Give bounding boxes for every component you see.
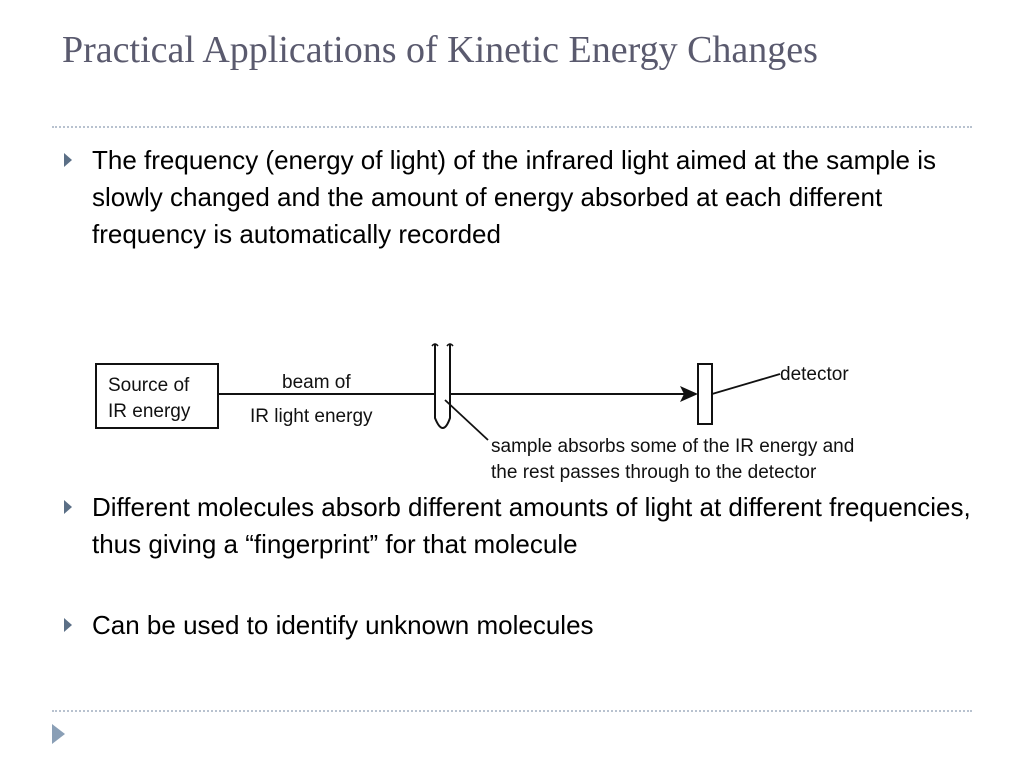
- bullet-text-1: The frequency (energy of light) of the i…: [92, 145, 936, 249]
- beam-label-line2: IR light energy: [250, 406, 373, 427]
- beam-arrowhead: [680, 386, 698, 402]
- detector-leader: [711, 373, 781, 395]
- diagram-svg: Source of IR energy beam of IR light ene…: [95, 343, 854, 483]
- triangle-bullet-icon: [64, 500, 72, 514]
- source-label-line1: Source of: [108, 375, 190, 396]
- bullet-text-2: Different molecules absorb different amo…: [92, 492, 971, 559]
- detector-label: detector: [780, 364, 849, 385]
- triangle-bullet-icon: [64, 153, 72, 167]
- sample-tube: [434, 344, 451, 429]
- source-box: [95, 363, 219, 429]
- bullet-text-3: Can be used to identify unknown molecule…: [92, 610, 594, 640]
- source-label-line2: IR energy: [108, 401, 191, 422]
- ir-spectroscopy-diagram: Source of IR energy beam of IR light ene…: [92, 340, 892, 490]
- sample-leader: [444, 399, 489, 441]
- footer-divider: [52, 710, 972, 712]
- beam-label-line1: beam of: [282, 372, 351, 393]
- detector-box: [697, 363, 713, 425]
- sample-label-line2: the rest passes through to the detector: [491, 462, 817, 483]
- title-divider: [52, 126, 972, 128]
- sample-tube-lip: [431, 343, 454, 347]
- triangle-bullet-icon: [64, 618, 72, 632]
- play-triangle-icon[interactable]: [52, 724, 65, 744]
- slide-title: Practical Applications of Kinetic Energy…: [62, 29, 818, 71]
- sample-label-line1: sample absorbs some of the IR energy and: [491, 436, 854, 457]
